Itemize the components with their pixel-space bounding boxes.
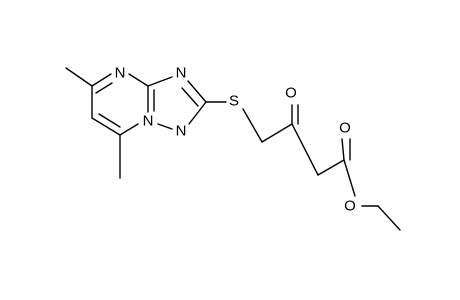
bond-n4-c3a [128,73,149,87]
bond-c3-c2chain [291,123,319,176]
atom-label-s-thioether: S [229,93,239,110]
atom-labels: N N N N S O O O [115,65,356,215]
bond-n1-c2 [187,80,207,103]
bond-c6-c7 [91,117,121,136]
atom-label-o-ketone: O [285,85,297,102]
bond-methyl-top [65,67,93,87]
bond-c3a-n1 [147,76,173,87]
bond-c2chain-c1 [317,159,345,176]
bond-c5-n4-double [95,82,113,94]
bond-c1-o-carbonyl [341,138,345,161]
bonds [65,67,401,231]
bond-n3-n8 [157,123,173,130]
bond-c5-n4 [91,73,112,87]
bond-n1-c2-double [181,87,199,107]
bond-c6-c7-double [98,113,121,128]
atom-label-o-ester-carbonyl: O [339,120,351,137]
atom-label-o-ester-ether: O [344,198,356,215]
bond-c1-o-ether [343,159,356,197]
atom-label-n-bridge: N [143,113,154,130]
atom-label-n-triazole-lower: N [176,123,187,140]
bond-ethyl-ch2-ch3 [377,205,401,231]
bond-s-ch2 [242,108,263,143]
atom-label-n-triazole-upper: N [176,65,187,82]
bond-ch2-c3 [261,123,293,143]
atom-label-n-ring-top: N [115,65,126,82]
bond-c2-n3 [188,101,207,125]
bond-c7-n8 [119,123,139,136]
